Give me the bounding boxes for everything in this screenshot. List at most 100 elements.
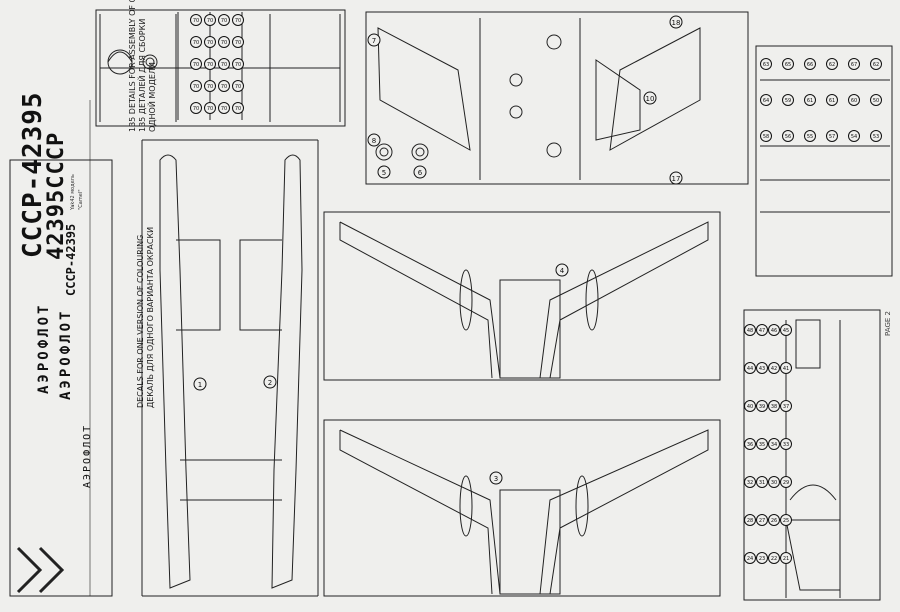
sprue-d-part-number: 44 [747, 366, 753, 372]
sprue-a-part-number: 70 [207, 18, 213, 24]
sprue-c-part-marker [870, 58, 882, 70]
sprue-d-part-number: 40 [747, 404, 753, 410]
sprue-a-part-marker [218, 80, 230, 92]
sprue-a-part-number: 70 [235, 18, 241, 24]
sprue-a-part-marker [204, 14, 216, 26]
sprue-c-part-marker [826, 130, 838, 142]
sprue-c-part-number: 50 [873, 98, 879, 104]
sprue-c-part-marker [870, 94, 882, 106]
sprue-d-part-number: 38 [771, 404, 777, 410]
sprue-a-part-marker [190, 80, 202, 92]
decal-airline-1: АЭРОФЛОТ [58, 308, 74, 400]
sprue-d-part-number: 39 [759, 404, 765, 410]
sprue-d-part-marker [780, 324, 792, 336]
sprue-a-part-number: 70 [235, 106, 241, 112]
assembly-note-ru-1: 135 ДЕТАЛЕЙ ДЛЯ СБОРКИ [138, 18, 147, 132]
sprue-a-part-number: 70 [221, 62, 227, 68]
sprue-a-part-marker [204, 36, 216, 48]
sprue-d-part-number: 32 [747, 480, 753, 486]
sprue-a-part-number: 70 [193, 106, 199, 112]
sprue-d-part-marker [768, 400, 780, 412]
sprue-a-part-marker [232, 58, 244, 70]
sprue-d-part-number: 47 [759, 328, 765, 334]
sprue-a-part-number: 70 [193, 18, 199, 24]
sprue-d-part-number: 25 [783, 518, 789, 524]
sprue-d-part-marker [756, 514, 768, 526]
part-number-wing-upper: 4 [560, 267, 565, 275]
sprue-d-part-marker [756, 552, 768, 564]
sprue-a-part-number: 70 [235, 84, 241, 90]
sprue-c-part-marker [782, 58, 794, 70]
sprue-d-part-marker [780, 514, 792, 526]
sprue-c-part-marker [848, 94, 860, 106]
page-label: PAGE 2 [884, 311, 892, 336]
assembly-note-ru-2: ОДНОЙ МОДЕЛИ [148, 62, 157, 132]
colouring-note: DECALS FOR ONE VERSION OF COLOURING ДЕКА… [136, 227, 156, 408]
sprue-d-part-marker [756, 324, 768, 336]
sprue-c-part-number: 60 [851, 98, 857, 104]
sprue-a-part-marker [190, 14, 202, 26]
sprue-c-part-number: 61 [807, 98, 813, 104]
sprue-c-part-number: 62 [829, 62, 835, 68]
sprue-d-part-number: 26 [771, 518, 777, 524]
sprue-c-part-number: 61 [829, 98, 835, 104]
sprue-a-part-number: 70 [221, 106, 227, 112]
sprue-c-part-number: 55 [807, 134, 813, 140]
part-number-stab-a: 7 [372, 37, 376, 45]
sprue-stabilizers [365, 11, 749, 185]
sprue-d-part-marker [780, 552, 792, 564]
sprue-d-part-number: 48 [747, 328, 753, 334]
sprue-a-part-number: 70 [207, 62, 213, 68]
decal-registration-3: СССР-42395 [64, 223, 78, 296]
sprue-d-part-marker [768, 362, 780, 374]
sprue-a-part-number: 70 [193, 40, 199, 46]
sprue-d-part-number: 45 [783, 328, 789, 334]
colouring-note-ru: ДЕКАЛЬ ДЛЯ ОДНОГО ВАРИАНТА ОКРАСКИ [146, 226, 155, 408]
sprue-small-parts-c [755, 45, 893, 277]
sprue-a-part-number: 70 [207, 40, 213, 46]
sprue-c-part-number: 65 [785, 62, 791, 68]
decal-small-label-1: Yak42 модель [70, 174, 76, 210]
sprue-d-part-marker [744, 476, 756, 488]
sprue-d-part-number: 36 [747, 442, 753, 448]
sprue-a-part-marker [190, 102, 202, 114]
sprue-d-part-marker [744, 438, 756, 450]
sprue-c-part-marker [870, 130, 882, 142]
sprue-d-part-number: 30 [771, 480, 777, 486]
colouring-note-en: DECALS FOR ONE VERSION OF COLOURING [136, 234, 145, 408]
sprue-d-part-number: 42 [771, 366, 777, 372]
sprue-d-part-marker [744, 362, 756, 374]
sprue-d-part-marker [756, 438, 768, 450]
sprue-a-part-number: 70 [193, 84, 199, 90]
sprue-c-part-marker [848, 130, 860, 142]
sprue-d-part-marker [744, 552, 756, 564]
part-number-wing-lower: 3 [494, 475, 498, 483]
sprue-c-part-number: 62 [873, 62, 879, 68]
sprue-a-part-marker [204, 102, 216, 114]
sprue-a-part-number: 70 [207, 84, 213, 90]
sprue-a-part-marker [232, 14, 244, 26]
part-number-markers: 1 2 4 3 7 8 17 18 10 5 6 [193, 15, 683, 485]
decal-airline-2: АЭРОФЛОТ [36, 302, 52, 394]
sprue-c-part-marker [826, 94, 838, 106]
sprue-c-part-number: 59 [785, 98, 791, 104]
sprue-d-part-number: 46 [771, 328, 777, 334]
sprue-d-part-marker [768, 514, 780, 526]
part-number-5: 5 [382, 169, 386, 177]
sprue-small-parts-a [95, 9, 346, 127]
sprue-d-part-marker [780, 400, 792, 412]
sprue-d-part-number: 31 [759, 480, 765, 486]
sprue-c-part-marker [804, 130, 816, 142]
sprue-a-part-marker [204, 58, 216, 70]
sprue-a-part-marker [232, 36, 244, 48]
sprue-c-part-number: 64 [763, 98, 769, 104]
part-number-stab-d: 18 [672, 19, 681, 27]
sprue-c-part-marker [760, 130, 772, 142]
sprue-d-part-marker [780, 438, 792, 450]
sprue-small-parts-d [743, 309, 881, 601]
sprue-c-part-number: 54 [851, 134, 857, 140]
sprue-c-part-marker [782, 130, 794, 142]
sprue-d-part-number: 34 [771, 442, 777, 448]
